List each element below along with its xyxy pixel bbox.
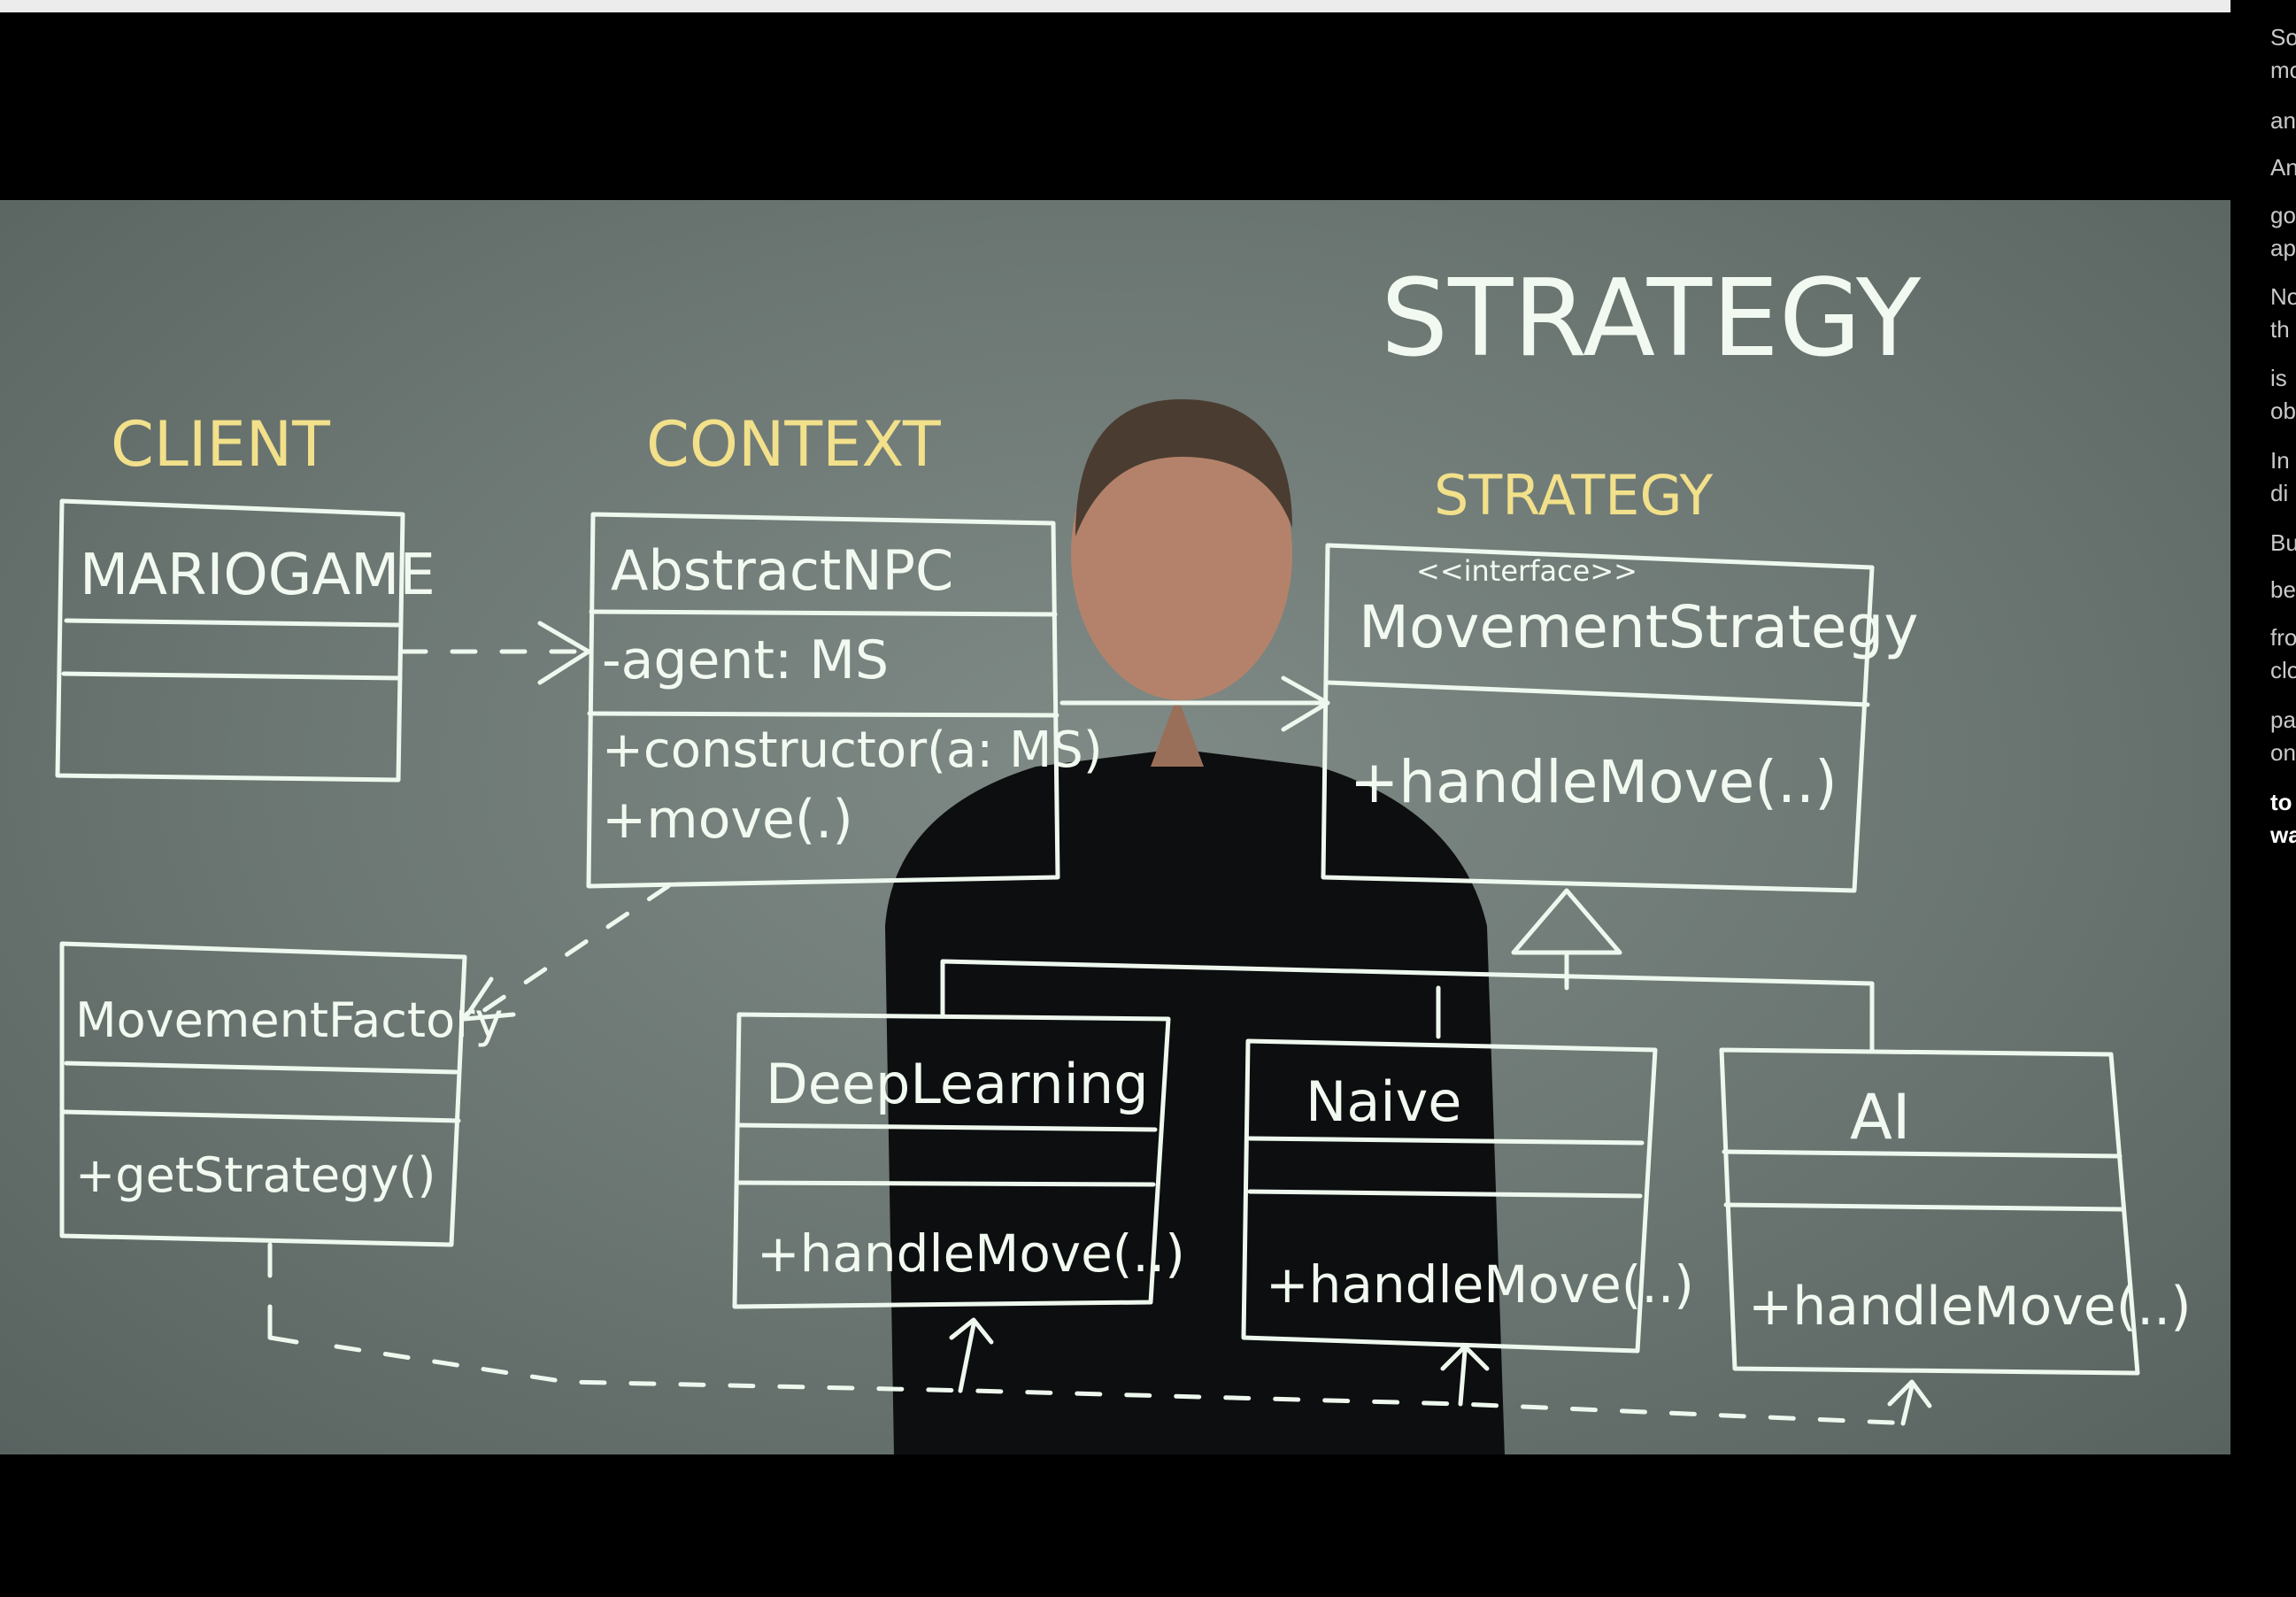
class-method: +move(.) bbox=[602, 789, 853, 851]
uml-relationships bbox=[267, 621, 1932, 1426]
presenter bbox=[885, 399, 1505, 1454]
class-name: AbstractNPC bbox=[611, 538, 953, 603]
transcript-line[interactable]: Bu bbox=[2270, 529, 2296, 556]
class-method: +handleMove(..) bbox=[1748, 1276, 2192, 1338]
class-box-ai: AI +handleMove(..) bbox=[1719, 1047, 2192, 1376]
class-method: +handleMove(..) bbox=[1266, 1254, 1694, 1315]
class-field: -agent: MS bbox=[602, 629, 889, 691]
class-name: DeepLearning bbox=[766, 1052, 1149, 1116]
class-box-deep-learning: DeepLearning +handleMove(..) bbox=[732, 1012, 1185, 1309]
class-method: +constructor(a: MS) bbox=[602, 721, 1103, 779]
uml-diagram: STRATEGY CLIENT CONTEXT STRATEGY MARIOGA… bbox=[55, 258, 2192, 1454]
transcript-line[interactable]: An bbox=[2270, 154, 2296, 181]
class-stereotype: <<interface>> bbox=[1416, 554, 1637, 588]
class-method: +handleMove(..) bbox=[1350, 748, 1838, 816]
class-name: AI bbox=[1850, 1081, 1911, 1153]
diagram-title: STRATEGY bbox=[1381, 258, 1922, 381]
class-box-abstract-npc: AbstractNPC -agent: MS +constructor(a: M… bbox=[586, 512, 1103, 889]
transcript-panel[interactable] bbox=[2231, 0, 2296, 1597]
class-box-movement-strategy: <<interface>> MovementStrategy +handleMo… bbox=[1321, 543, 1918, 893]
class-name: MovementStrategy bbox=[1359, 593, 1918, 661]
class-method: +handleMove(..) bbox=[757, 1223, 1185, 1284]
class-box-mario-game: MARIOGAME bbox=[55, 498, 435, 783]
class-name: MovementFactory bbox=[75, 992, 503, 1048]
role-label-context: CONTEXT bbox=[646, 408, 941, 481]
role-label-client: CLIENT bbox=[111, 408, 330, 481]
role-label-strategy: STRATEGY bbox=[1434, 463, 1713, 528]
class-name: MARIOGAME bbox=[80, 543, 435, 608]
lightboard-video-frame[interactable]: STRATEGY CLIENT CONTEXT STRATEGY MARIOGA… bbox=[0, 200, 2231, 1454]
class-name: Naive bbox=[1306, 1069, 1461, 1134]
class-box-naive: Naive +handleMove(..) bbox=[1241, 1038, 1694, 1354]
transcript-line[interactable]: an bbox=[2270, 107, 2296, 134]
class-method: +getStrategy() bbox=[75, 1147, 435, 1203]
video-player[interactable]: STRATEGY CLIENT CONTEXT STRATEGY MARIOGA… bbox=[0, 12, 2231, 1597]
browser-top-strip bbox=[0, 0, 2296, 12]
class-box-movement-factory: MovementFactory +getStrategy() bbox=[59, 941, 503, 1247]
transcript-line[interactable]: be bbox=[2270, 576, 2296, 603]
